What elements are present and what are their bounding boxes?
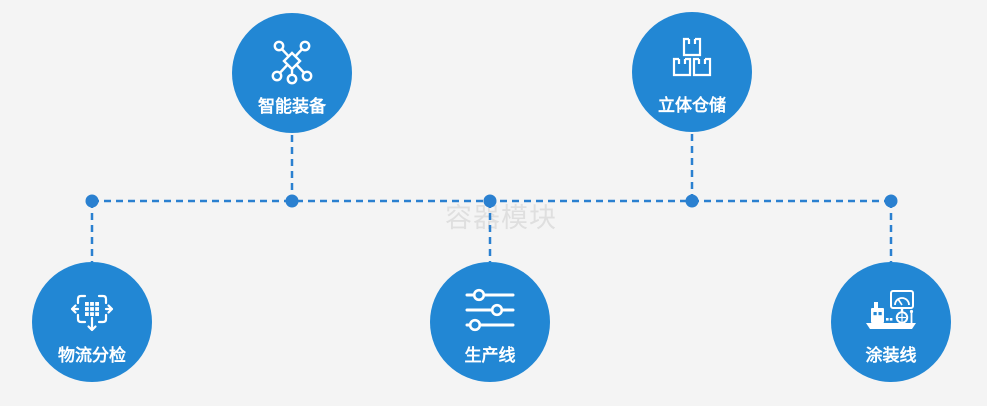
node-label: 立体仓储 — [658, 95, 726, 115]
junction-dot — [85, 194, 99, 208]
node-logistics-sorting: 物流分检 — [32, 262, 152, 382]
stacked-boxes-icon — [668, 33, 716, 87]
node-label: 智能装备 — [258, 96, 326, 116]
node-label: 涂装线 — [865, 345, 917, 365]
junction-dot — [884, 194, 898, 208]
watermark-text: 容器模块 — [445, 203, 557, 233]
node-label: 生产线 — [464, 345, 516, 365]
network-nodes-icon — [268, 34, 316, 88]
sorting-arrows-icon — [68, 283, 116, 337]
sliders-icon — [464, 283, 516, 337]
machine-monitor-icon — [863, 283, 919, 337]
junction-dot — [285, 194, 299, 208]
node-vertical-warehouse: 立体仓储 — [632, 12, 752, 132]
node-label: 物流分检 — [58, 345, 126, 365]
node-smart-equipment: 智能装备 — [232, 13, 352, 133]
junction-dot — [483, 194, 497, 208]
node-coating-line: 涂装线 — [831, 262, 951, 382]
junction-dot — [685, 194, 699, 208]
node-production-line: 生产线 — [430, 262, 550, 382]
